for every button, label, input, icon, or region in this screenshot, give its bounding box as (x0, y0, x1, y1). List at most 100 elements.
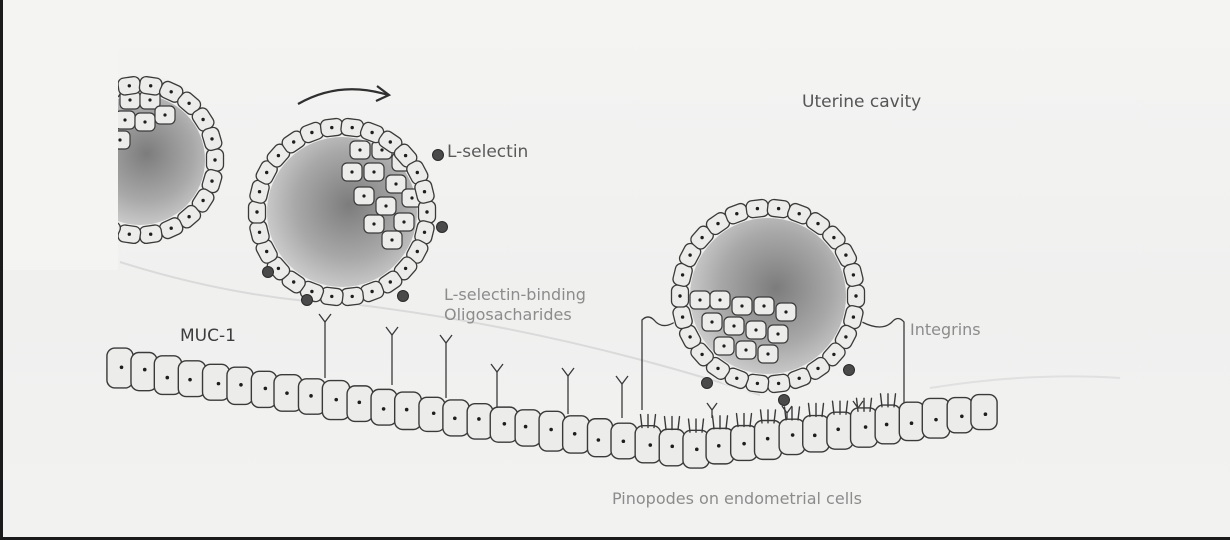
cell-nucleus (816, 222, 819, 225)
cell-nucleus (688, 335, 691, 338)
cell-nucleus (777, 207, 780, 210)
cell-nucleus (798, 212, 801, 215)
epithelial-cell (971, 395, 997, 430)
epithelial-cell (154, 356, 181, 395)
cell-nucleus (503, 422, 507, 426)
cell-nucleus (351, 126, 354, 129)
pinopode (678, 417, 680, 430)
cell-nucleus (330, 126, 333, 129)
frame-left-border (0, 0, 3, 540)
tether-fork (319, 314, 331, 322)
cell-nucleus (670, 445, 674, 449)
cell-nucleus (777, 382, 780, 385)
l-selectin-binding-label: L-selectin-binding (444, 287, 586, 303)
pinopodes-label: Pinopodes on endometrial cells (612, 491, 862, 507)
cell-nucleus (852, 273, 855, 276)
epithelial-cell (947, 398, 973, 433)
cell-nucleus (740, 304, 743, 307)
selectin-marker (302, 295, 313, 306)
tether-fork (440, 335, 452, 343)
cell-nucleus (213, 158, 216, 161)
tether-fork (616, 376, 628, 384)
cell-nucleus (370, 131, 373, 134)
cell-nucleus (362, 194, 365, 197)
cell-nucleus (756, 382, 759, 385)
epithelial-cell (635, 426, 661, 463)
pinopode (665, 417, 667, 430)
cell-nucleus (698, 298, 701, 301)
integrin-link (862, 319, 904, 411)
cell-nucleus (292, 280, 295, 283)
epithelial-cell (539, 411, 565, 451)
cell-nucleus (766, 352, 769, 355)
cell-nucleus (163, 113, 166, 116)
cell-nucleus (549, 428, 553, 432)
cell-nucleus (816, 367, 819, 370)
cell-nucleus (128, 84, 131, 87)
cell-nucleus (372, 170, 375, 173)
cell-nucleus (836, 427, 840, 431)
selectin-marker (844, 365, 855, 376)
cell-nucleus (210, 179, 213, 182)
cell-nucleus (128, 233, 131, 236)
epithelial-cell (827, 412, 853, 449)
cell-nucleus (350, 170, 353, 173)
cell-nucleus (798, 377, 801, 380)
cell-nucleus (217, 382, 221, 386)
cell-nucleus (700, 236, 703, 239)
cell-nucleus (148, 98, 151, 101)
epithelial-cell (803, 416, 830, 452)
cell-nucleus (277, 154, 280, 157)
cell-nucleus (776, 332, 779, 335)
cell-nucleus (188, 378, 192, 382)
cell-nucleus (358, 148, 361, 151)
cell-nucleus (402, 220, 405, 223)
tether-fork (562, 368, 574, 376)
cell-nucleus (358, 401, 362, 405)
cell-nucleus (688, 253, 691, 256)
cell-nucleus (524, 425, 528, 429)
cell-nucleus (423, 231, 426, 234)
cell-nucleus (170, 90, 173, 93)
cell-nucleus (351, 295, 354, 298)
muc1-label: MUC-1 (180, 328, 236, 345)
cell-nucleus (201, 199, 204, 202)
cell-nucleus (832, 236, 835, 239)
cell-nucleus (404, 267, 407, 270)
pinopode (822, 403, 824, 416)
cell-nucleus (453, 416, 457, 420)
epithelial-cell (419, 397, 445, 431)
cell-nucleus (700, 353, 703, 356)
cell-nucleus (404, 154, 407, 157)
cell-nucleus (722, 344, 725, 347)
cell-nucleus (791, 433, 795, 437)
cell-nucleus (648, 443, 652, 447)
selectin-marker (437, 222, 448, 233)
cell-nucleus (416, 250, 419, 253)
cell-nucleus (410, 196, 413, 199)
cell-nucleus (143, 120, 146, 123)
cell-nucleus (423, 190, 426, 193)
cell-nucleus (784, 310, 787, 313)
pinopode (785, 407, 787, 420)
cell-nucleus (735, 377, 738, 380)
tissue-curve (930, 376, 1120, 388)
cell-nucleus (716, 222, 719, 225)
cell-nucleus (622, 439, 626, 443)
cell-nucleus (149, 84, 152, 87)
cell-nucleus (852, 315, 855, 318)
cell-nucleus (210, 137, 213, 140)
cell-nucleus (285, 391, 289, 395)
left-crop-mask (0, 0, 118, 270)
cell-nucleus (310, 131, 313, 134)
cell-nucleus (854, 294, 857, 297)
epithelial-cell (899, 402, 924, 440)
cell-nucleus (813, 434, 817, 438)
cell-nucleus (123, 118, 126, 121)
cell-nucleus (432, 411, 436, 415)
cell-nucleus (380, 148, 383, 151)
cell-nucleus (844, 335, 847, 338)
cell-nucleus (389, 140, 392, 143)
